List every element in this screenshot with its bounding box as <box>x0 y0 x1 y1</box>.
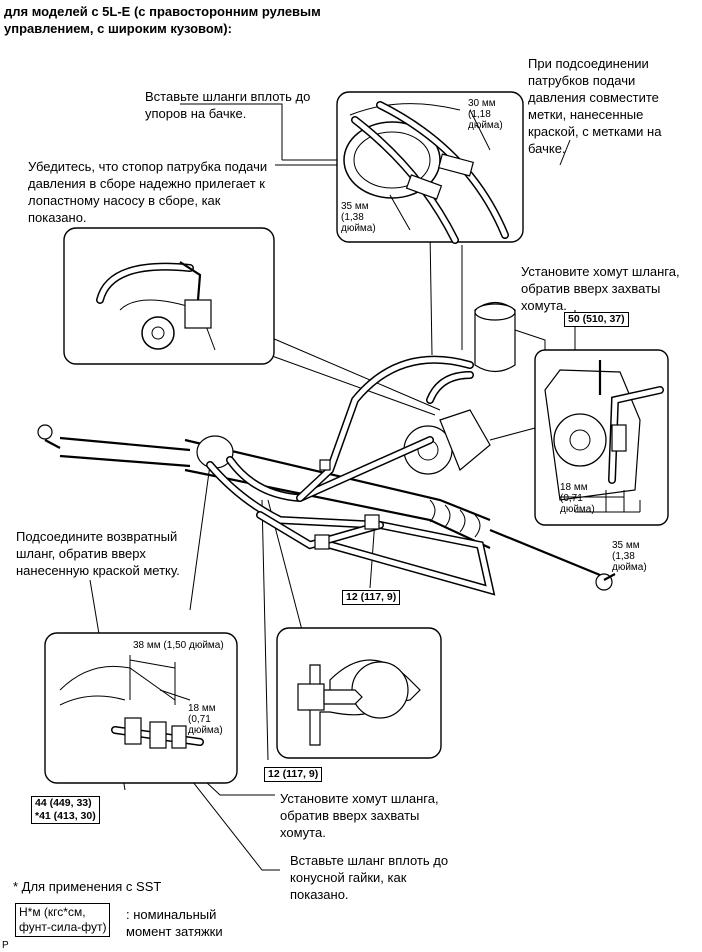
torque-12-lower: 12 (117, 9) <box>264 767 323 782</box>
callout-insert-hose-nut: Вставьте шланг вплоть до конусной гайки,… <box>290 853 449 902</box>
inset-pump-clamp <box>534 349 669 526</box>
torque-50: 50 (510, 37) <box>564 312 629 327</box>
callout-align-marks: При подсоединении патрубков подачи давле… <box>528 56 662 156</box>
dim-35mm-top: 35 мм (1,38 дюйма) <box>341 201 376 234</box>
torque-44: 44 (449, 33) *41 (413, 30) <box>31 796 100 824</box>
torque-12-upper: 12 (117, 9) <box>342 590 401 605</box>
callout-check-stopper: Убедитесь, что стопор патрубка подачи да… <box>28 159 268 225</box>
callout-insert-hoses: Вставьте шланги вплоть до упоров на бачк… <box>145 89 311 121</box>
inset-reservoir <box>336 91 524 244</box>
footnote-sst: * Для применения с SST <box>13 879 162 894</box>
callout-connect-return: Подсоедините возвратный шланг, обратив в… <box>16 529 180 578</box>
steering-gear-assembly <box>37 301 616 596</box>
inset-return-hose <box>44 632 238 784</box>
legend-description: : номинальный момент затяжки <box>126 907 223 939</box>
dim-38mm: 38 мм (1,50 дюйма) <box>133 640 224 651</box>
inset-clamp-bolt <box>276 627 442 759</box>
inset-pump-stopper <box>63 227 275 365</box>
corner-mark: P <box>2 940 9 951</box>
callout-install-clamp-bottom: Установите хомут шланга, обратив вверх з… <box>280 791 439 840</box>
callout-install-clamp-top: Установите хомут шланга, обратив вверх з… <box>521 264 680 313</box>
dim-18mm-bottom: 18 мм (0,71 дюйма) <box>188 703 223 736</box>
dim-30mm: 30 мм (1,18 дюйма) <box>468 98 503 131</box>
dim-35mm-right: 35 мм (1,38 дюйма) <box>612 540 647 573</box>
page-title: для моделей с 5L-E (с правосторонним рул… <box>4 4 321 36</box>
legend-key: Н*м (кгс*см, фунт-сила-фут) <box>15 903 111 937</box>
dim-18mm-right: 18 мм (0,71 дюйма) <box>560 482 595 515</box>
